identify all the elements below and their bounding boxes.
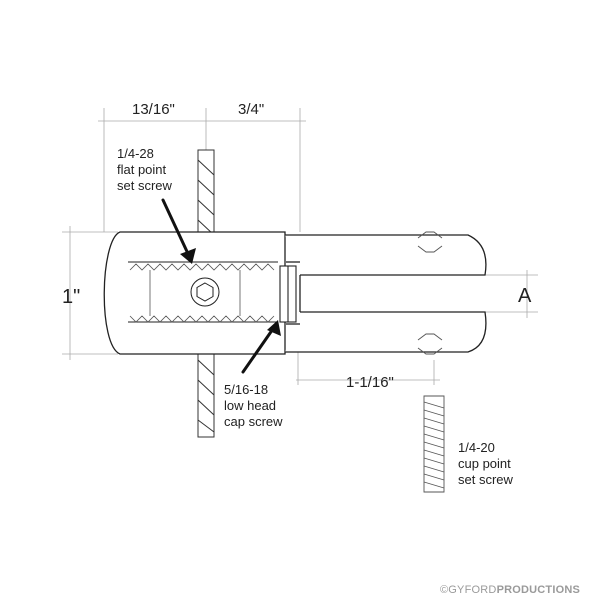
cap-screw-head: [279, 265, 297, 323]
callout-line: 5/16-18: [224, 382, 268, 397]
leader-arrows: [161, 198, 277, 374]
dim-slot: A: [518, 285, 532, 307]
callout-line: cup point: [458, 456, 511, 471]
flat-point-arrow: [161, 198, 192, 260]
callout-line: low head: [224, 398, 276, 413]
callout-flat-point-set-screw: 1/4-28 flat point set screw: [117, 146, 173, 193]
callout-line: 1/4-20: [458, 440, 495, 455]
credit-text: ©GYFORDPRODUCTIONS: [440, 584, 580, 596]
callout-line: 1/4-28: [117, 146, 154, 161]
body-threads: [129, 263, 275, 323]
arrowheads: [180, 248, 281, 336]
cup-point-set-screw: [423, 395, 445, 493]
callout-cup-point-set-screw: 1/4-20 cup point set screw: [458, 440, 514, 487]
flat-point-set-screw: [190, 277, 220, 307]
credit-brand: PRODUCTIONS: [497, 584, 580, 596]
dim-width-left: 13/16": [132, 101, 175, 118]
callout-line: set screw: [458, 472, 514, 487]
dim-width-right: 3/4": [238, 101, 264, 118]
cap-screw-arrow: [241, 324, 277, 374]
callout-line: flat point: [117, 162, 167, 177]
callout-line: cap screw: [224, 414, 283, 429]
credit-prefix: ©GYFORD: [440, 584, 497, 596]
dim-height: 1": [62, 286, 80, 308]
arm-threaded-holes: [417, 231, 443, 355]
callout-low-head-cap-screw: 5/16-18 low head cap screw: [224, 382, 283, 429]
dim-screw-offset: 1-1/16": [346, 374, 394, 391]
callout-line: set screw: [117, 178, 173, 193]
